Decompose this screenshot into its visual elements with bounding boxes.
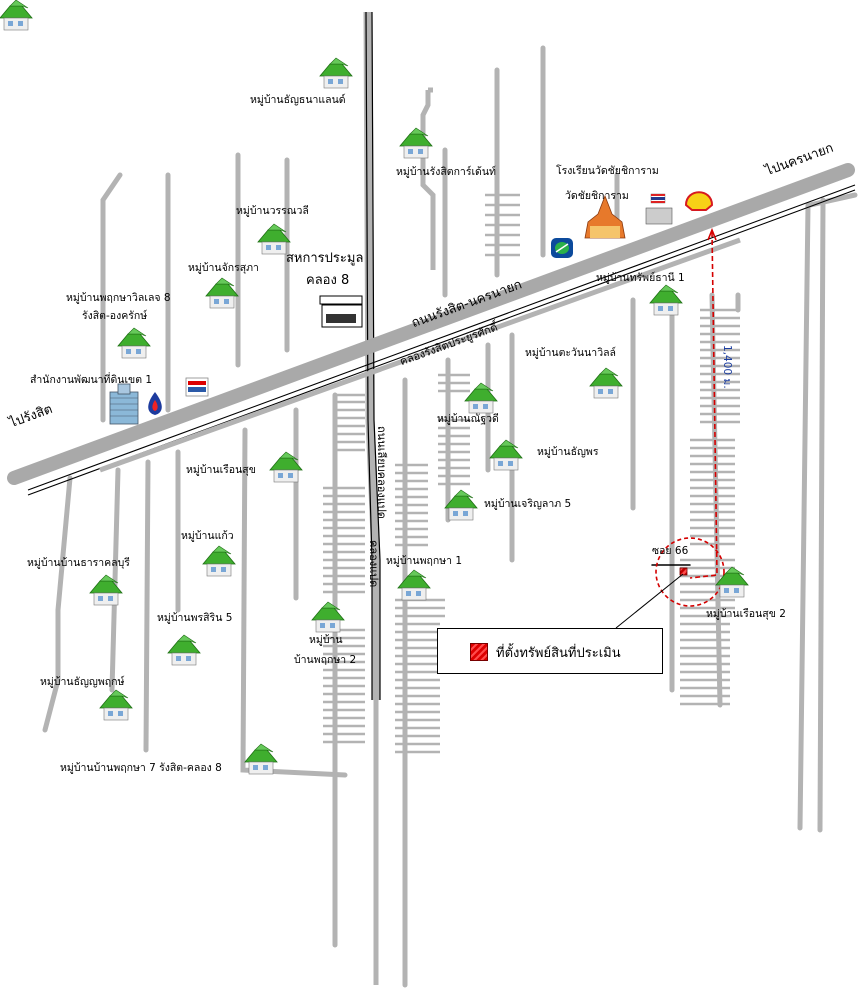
label-phruksa-7: หมู่บ้านบ้านพฤกษา 7 รังสิต-คลอง 8 [60,762,222,774]
road-phruksa-7 [240,427,348,778]
label-distance: 1,400 ม. [721,345,733,389]
road-phruksa-village [100,172,123,423]
distance-indicator [615,227,725,629]
label-phruksa-village: หมู่บ้านพฤกษาวิลเลจ 8 [66,292,171,304]
shell-icon [684,191,714,211]
bangchak-icon [551,238,573,258]
local-streets [323,87,740,754]
label-kaew: หมู่บ้านแก้ว [181,530,234,542]
label-ruen-suk-2: หมู่บ้านเรือนสุข 2 [706,608,786,620]
label-phruksa-1: หมู่บ้านพฤกษา 1 [386,555,463,567]
label-thanya-phruksa: หมู่บ้านธัญญพฤกษ์ [40,676,125,688]
label-ruen-suk: หมู่บ้านเรือนสุข [186,464,256,476]
label-rangsit-garden: หมู่บ้านรังสิตการ์เด้นท์ [396,166,496,178]
label-nattawadee: หมู่บ้านณัฐวดี [437,413,499,425]
auction-coop-icon [319,295,363,328]
tesco-icon [185,377,209,397]
road-thanya-phruksa [109,467,121,693]
label-temple: วัดชัยชิการาม [565,190,629,202]
legend-text: ที่ตั้งทรัพย์สินที่ประเมิน [496,646,621,661]
label-charoen-lap: หมู่บ้านเจริญลาภ 5 [484,498,572,510]
ptt-icon [148,392,162,415]
road-rachaburi [42,475,73,733]
label-school: โรงเรียนวัดชัยชิการาม [556,165,659,177]
land-office-building-icon [109,383,139,425]
label-canal-8-vertical: คลองแปด [367,540,380,588]
road-porn-sirin [143,459,151,753]
label-rachaburi: หมู่บ้านบ้านธาราคลบุรี [27,557,130,569]
road-east-1 [797,202,811,831]
label-phruksa-2-a: หมู่บ้าน [309,634,343,646]
secondary-roads [42,45,858,988]
label-canal-8-road: ถนนเลียบคลองแปด [375,426,388,519]
map-legend: ที่ตั้งทรัพย์สินที่ประเมิน [437,628,663,674]
temple-icon [584,194,626,239]
label-sap-thani: หมู่บ้านทรัพย์ธานี 1 [596,272,685,284]
road-east-2 [817,197,826,833]
label-coop: สหการประมูล [286,251,364,266]
label-phruksa-2-b: บ้านพฤกษา 2 [294,654,357,666]
house-icons [0,0,33,31]
canal-8 [363,11,381,985]
label-wanwilai: หมู่บ้านวรรณวลี [236,205,309,217]
school-icon [645,193,673,225]
label-chakkrasuphaa: หมู่บ้านจักรสุภา [188,262,259,274]
label-soi-66: ซอย 66 [652,545,689,557]
road-east-link [807,192,858,208]
label-land-office: สำนักงานพัฒนาที่ดินเขต 1 [30,374,153,386]
radius-circle [655,537,725,607]
main-highway [7,163,856,496]
label-porn-sirin: หมู่บ้านพรสิริน 5 [157,612,233,624]
label-coop-klong8: คลอง 8 [306,273,350,288]
label-tawan-na: หมู่บ้านตะวันนาวิลล์ [525,347,616,359]
property-marker [679,567,688,576]
legend-swatch [470,643,488,661]
label-rangsit-ongkarak: รังสิต-องครักษ์ [82,310,148,322]
label-thanyaporn: หมู่บ้านธัญพร [537,446,599,458]
label-thanya-land: หมู่บ้านธัญธนาแลนด์ [250,94,346,106]
